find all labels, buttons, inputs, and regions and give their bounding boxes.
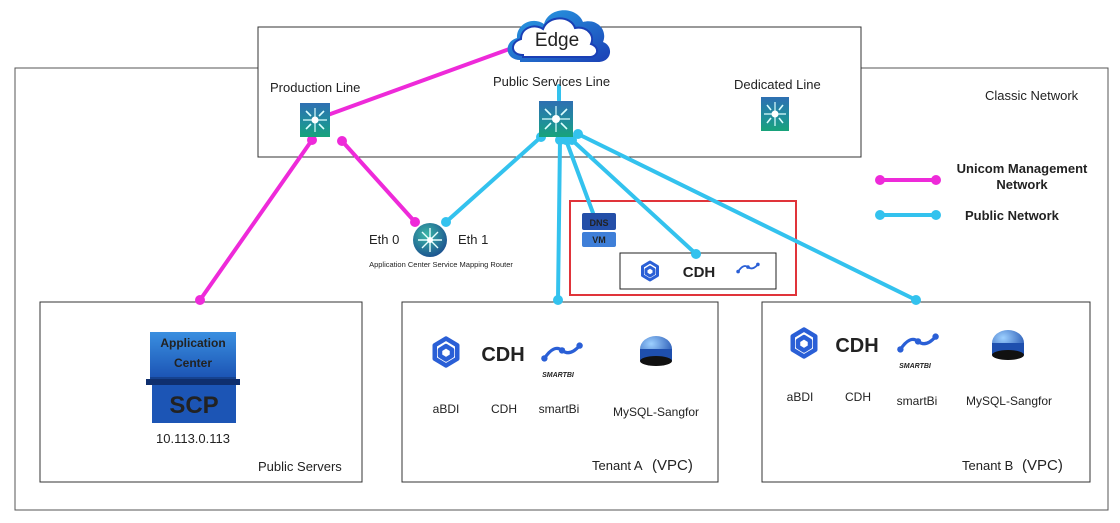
tenant-a-smartbi-icon [541,342,583,362]
tenant-a-label: Tenant A [592,458,643,473]
link-public-dns [564,138,595,215]
production-line-label: Production Line [270,80,360,95]
edge-cloud-icon: Edge [507,10,611,62]
link-public-shared-apps [570,138,698,256]
link-public-tenant-b [576,132,918,302]
tenant-a-smartbi-logo-text: SMARTBI [542,372,575,379]
tenant-a-cdh-logo: CDH [481,344,524,366]
public-services-switch-icon [539,101,573,137]
tenant-a-abdi-label: aBDI [433,402,460,416]
tenant-a-vpc-label: (VPC) [652,457,693,474]
dns-vm-highlight-box [569,200,797,296]
production-switch-icon [300,103,330,137]
tenant-a-smartbi-label: smartBi [539,402,580,416]
legend: Unicom Management Network Public Network [875,161,1088,223]
link-public-tenant-a [556,138,562,302]
scp-ip-label: 10.113.0.113 [156,431,230,446]
tenant-a-cdh-label: CDH [491,402,517,416]
edge-label: Edge [535,30,579,51]
tenant-a-region [401,301,719,483]
tenant-b-cdh-logo: CDH [835,335,878,357]
public-services-line-label: Public Services Line [493,74,610,89]
legend-unicom-label-2: Network [996,177,1048,192]
tenant-b-vpc-label: (VPC) [1022,457,1063,474]
legend-public-label: Public Network [965,208,1060,223]
tenant-b-region [761,301,1091,483]
link-production-public-servers [198,138,314,302]
tenant-b-mysql-label: MySQL-Sangfor [966,394,1052,408]
unicom-links [198,42,525,302]
link-public-router [444,135,543,224]
tenant-b-smartbi-icon [897,333,939,353]
tenant-b-cdh-label: CDH [845,390,871,404]
router-icon [413,223,447,257]
router-eth0-label: Eth 0 [369,232,399,247]
scp-appliance-icon: Application Center SCP [146,332,240,423]
link-production-router [340,139,417,224]
dedicated-line-label: Dedicated Line [734,77,821,92]
tenant-b-label: Tenant B [962,458,1013,473]
router-eth1-label: Eth 1 [458,232,488,247]
vm-label: VM [592,235,606,245]
shared-abdi-icon [641,260,659,282]
scp-line2: Center [174,356,212,370]
tenant-b-abdi-label: aBDI [787,390,814,404]
router-caption: Application Center Service Mapping Route… [369,260,513,269]
shared-smartbi-icon [736,262,760,274]
link-edge-production [323,42,525,118]
tenant-b-smartbi-logo-text: SMARTBI [899,363,932,370]
tenant-b-mysql-icon [992,330,1024,360]
dns-vm-icon: DNS VM [582,213,616,247]
scp-line1: Application [160,336,225,350]
tenant-a-mysql-label: MySQL-Sangfor [613,405,699,419]
classic-network-label: Classic Network [985,88,1079,103]
shared-cdh-logo: CDH [683,264,716,281]
scp-line3: SCP [169,392,218,419]
public-servers-label: Public Servers [258,459,342,474]
tenant-b-abdi-icon [790,327,818,359]
tenant-b-smartbi-label: smartBi [897,394,938,408]
legend-unicom-label-1: Unicom Management [957,161,1088,176]
tenant-a-mysql-icon [640,336,672,366]
dedicated-switch-icon [761,97,789,131]
tenant-a-abdi-icon [432,336,460,368]
public-links [444,84,918,302]
dns-label: DNS [589,218,608,228]
